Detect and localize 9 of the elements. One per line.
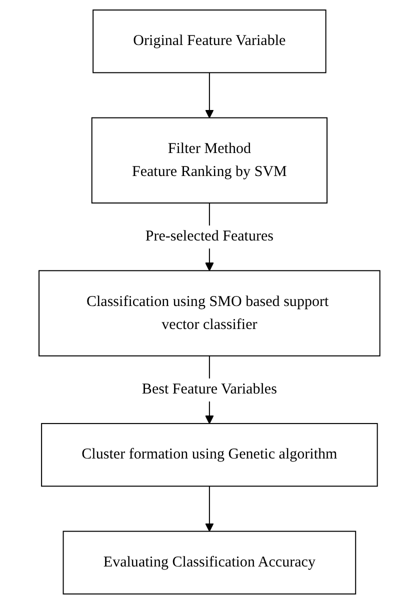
node-box: Original Feature Variable [92, 10, 326, 74]
node-box: Filter Method Feature Ranking by SVM [91, 117, 328, 204]
node-box: Evaluating Classification Accuracy [62, 530, 356, 594]
edge-label: Best Feature Variables [142, 381, 278, 398]
edge-label: Pre-selected Features [145, 228, 274, 245]
arrow [205, 72, 214, 118]
node-box: Cluster formation using Genetic algorithm [41, 423, 378, 487]
node-box: Classification using SMO based support vector classifier [38, 270, 380, 356]
arrow [205, 486, 214, 532]
